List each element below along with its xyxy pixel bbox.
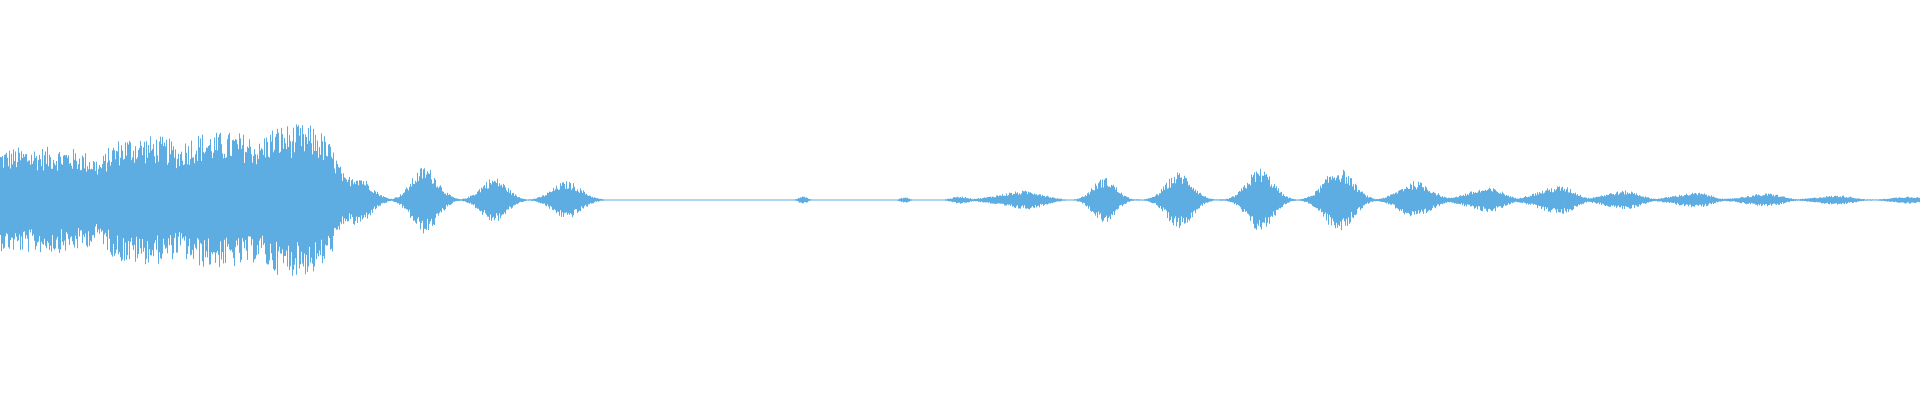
waveform-samples <box>0 124 1920 276</box>
waveform-path <box>0 124 1920 276</box>
